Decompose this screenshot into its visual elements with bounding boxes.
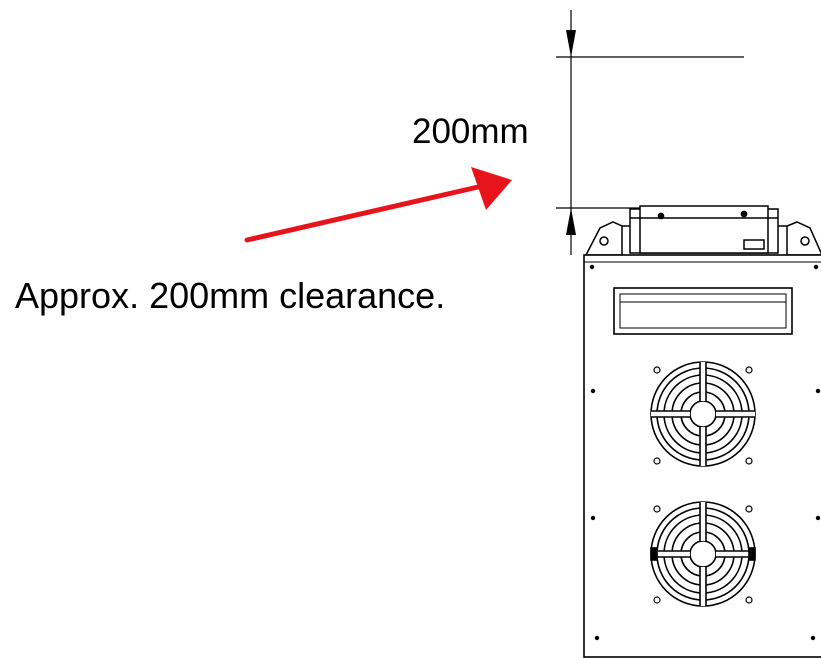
dimension-arrow-top-icon xyxy=(566,30,576,57)
clearance-arrow xyxy=(244,167,512,243)
device-top-bracket xyxy=(584,205,821,256)
dimension-label: 200mm xyxy=(412,112,529,151)
screw-hole xyxy=(810,635,816,641)
left-lug-hole xyxy=(599,236,609,246)
screw-hole xyxy=(590,388,596,394)
clearance-note: Approx. 200mm clearance. xyxy=(15,275,446,316)
handle-slot-recess xyxy=(619,301,787,329)
bracket-screw-left xyxy=(657,212,665,220)
bracket-screw-right xyxy=(740,210,748,218)
dimension-arrow-bottom-icon xyxy=(566,208,576,235)
clearance-arrowhead-icon xyxy=(471,167,512,210)
right-lug-hole xyxy=(800,236,810,246)
screw-hole xyxy=(589,264,595,270)
bracket-tab xyxy=(743,239,765,250)
clearance-arrow-shaft xyxy=(244,184,481,243)
panel-screws xyxy=(589,264,821,641)
fan-upper-icon xyxy=(650,361,756,467)
handle-slot-inner xyxy=(619,293,787,303)
screw-hole xyxy=(590,515,596,521)
screw-hole xyxy=(815,388,821,394)
screw-hole xyxy=(815,515,821,521)
fan-lower-icon xyxy=(650,501,756,607)
screw-hole xyxy=(594,635,600,641)
screw-hole xyxy=(813,264,819,270)
